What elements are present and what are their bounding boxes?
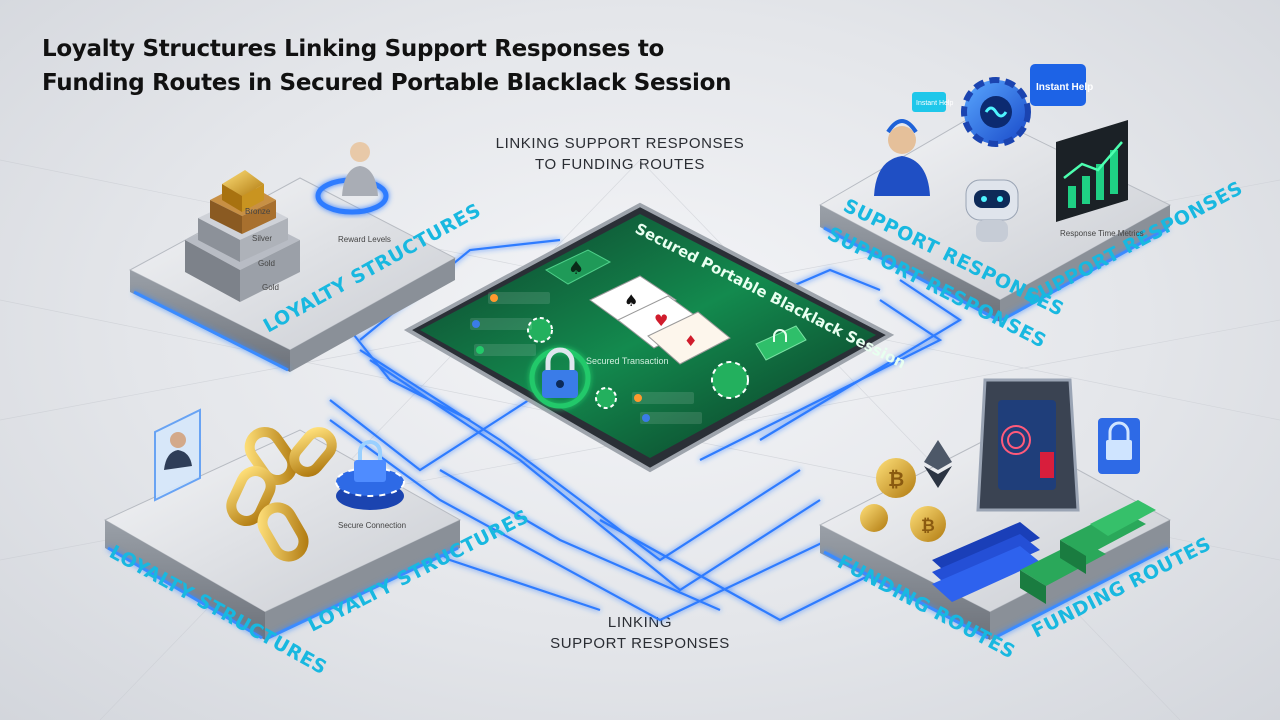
help-bubble-small-text: Instant Help xyxy=(916,100,953,107)
secure-connection-note: Secure Connection xyxy=(338,521,406,530)
svg-text:♦: ♦ xyxy=(684,332,697,350)
platform-support-top: SUPPORT RESPONSES SUPPORT RESPONSES SUPP… xyxy=(820,64,1247,353)
platform-funding: FUNDING ROUTES FUNDING ROUTES ₿ ₿ xyxy=(820,380,1215,663)
tier-label-1: Bronze xyxy=(245,207,271,216)
tier-label-4: Gold xyxy=(262,283,279,292)
svg-text:♠: ♠ xyxy=(624,291,638,310)
tier-label-2: Silver xyxy=(252,234,272,243)
tablet-session-label: Secured Transaction xyxy=(586,356,669,366)
svg-text:₿: ₿ xyxy=(921,516,935,536)
gear-icon xyxy=(964,80,1028,144)
reward-levels-note: Reward Levels xyxy=(338,235,391,244)
fingerprint-terminal-icon xyxy=(978,380,1078,510)
svg-text:♥: ♥ xyxy=(654,311,668,330)
platform-loyalty-bottom: LOYALTY STRUCTURES LOYALTY STRUCTURES Se… xyxy=(105,410,533,679)
help-bubble-large-text: Instant Help xyxy=(1036,82,1093,93)
response-metrics-note: Response Time Metrics xyxy=(1060,229,1144,238)
poker-chip-lock-icon xyxy=(336,442,404,510)
svg-text:♠: ♠ xyxy=(568,258,584,279)
tier-label-3: Gold xyxy=(258,259,275,268)
svg-text:₿: ₿ xyxy=(888,467,904,491)
lock-card-icon xyxy=(1098,418,1140,474)
